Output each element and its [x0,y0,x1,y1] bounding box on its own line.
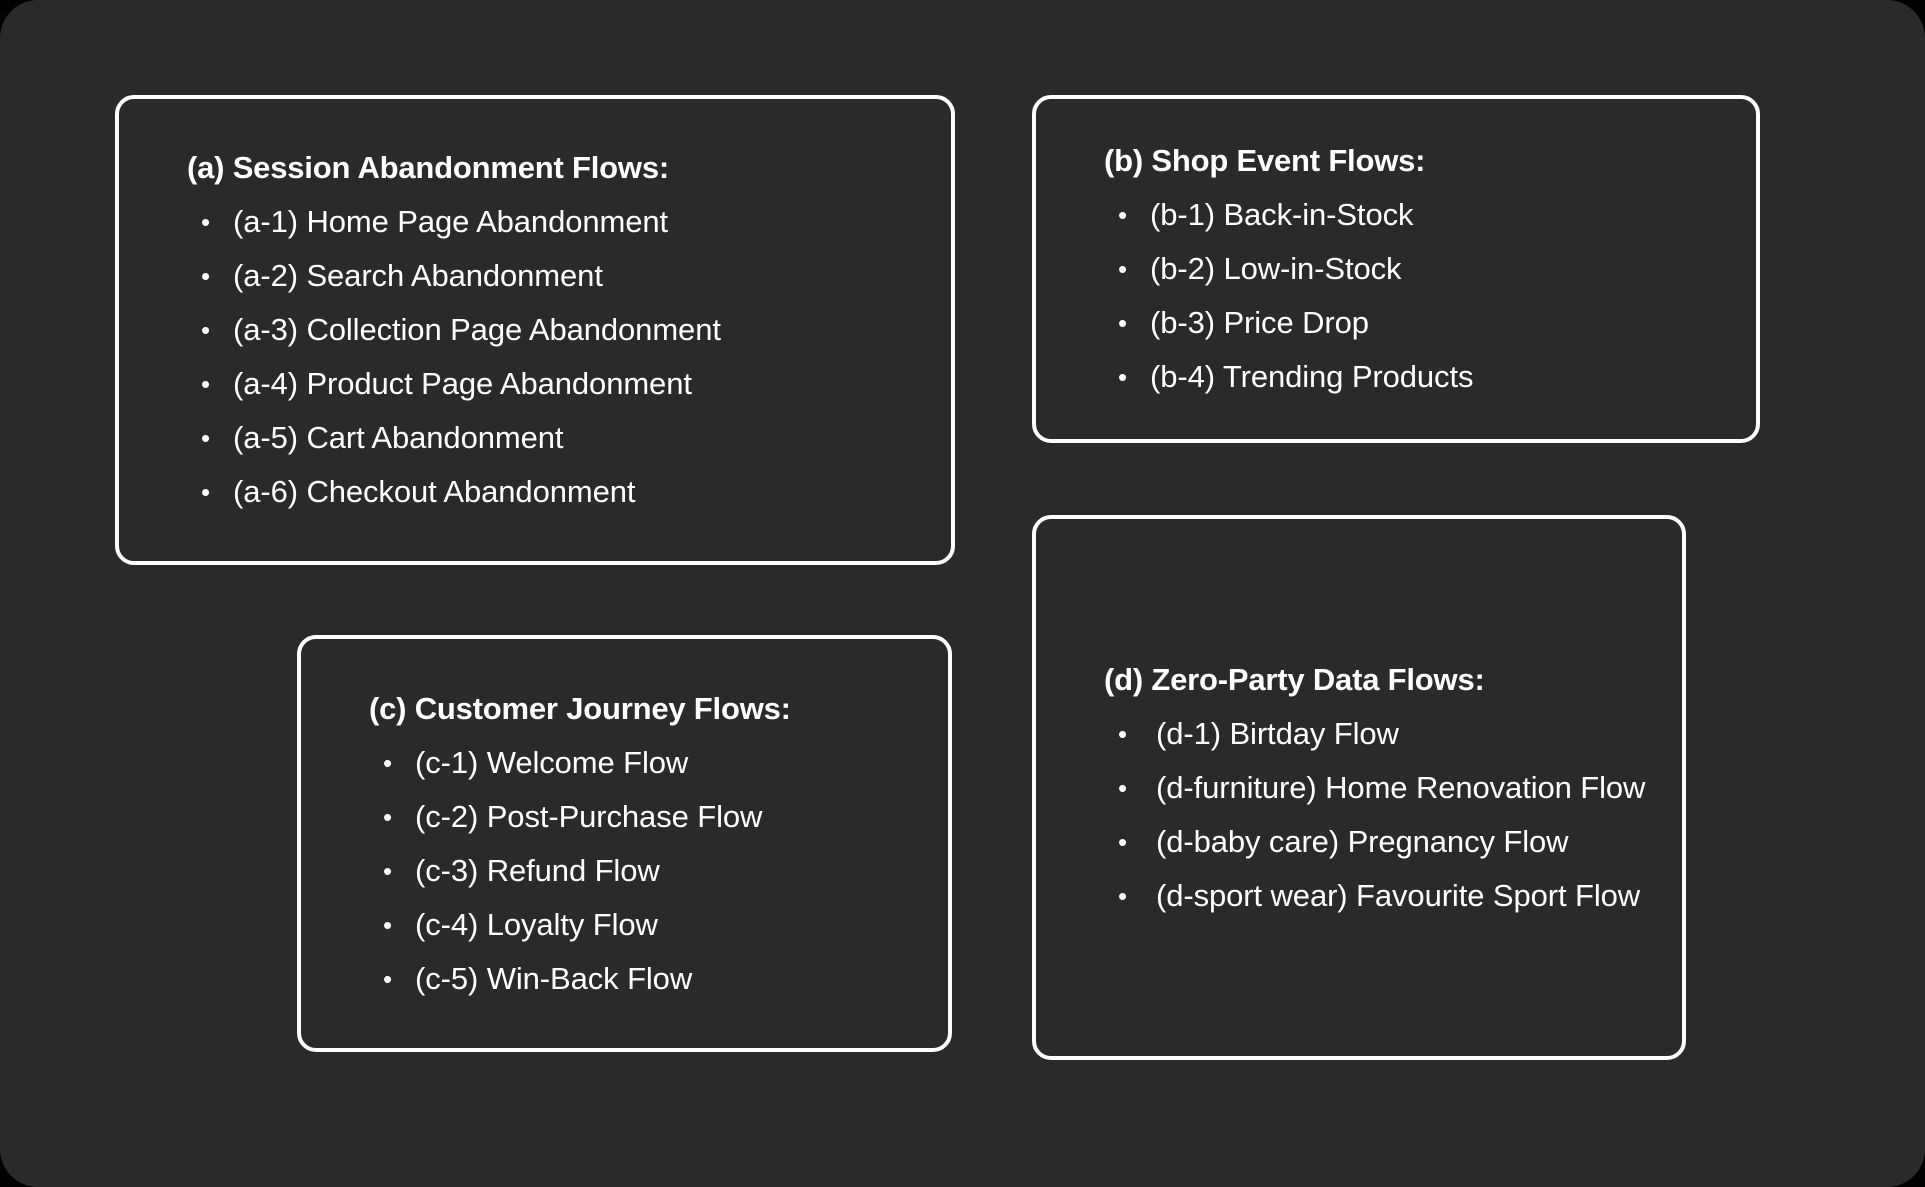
list-item-label: (d-sport wear) Favourite Sport Flow [1156,877,1641,913]
list-item-label: (a-3) Collection Page Abandonment [233,312,721,347]
list-item: • (a-1) Home Page Abandonment [187,195,933,249]
bullet-icon: • [201,477,211,507]
list-item-label: (d-1) Birtday Flow [1156,715,1399,751]
bullet-icon: • [1118,772,1128,803]
bullet-icon: • [383,909,393,940]
list-item: • (c-5) Win-Back Flow [369,952,930,1006]
panel-d-list: • (d-1) Birtday Flow • (d-furniture) Hom… [1104,707,1676,923]
list-item: • (a-6) Checkout Abandonment [187,465,933,519]
panel-a-list: • (a-1) Home Page Abandonment • (a-2) Se… [187,195,933,519]
list-item: • (d-sport wear) Favourite Sport Flow [1104,869,1676,923]
panel-c-list: • (c-1) Welcome Flow • (c-2) Post-Purcha… [369,736,930,1006]
bullet-icon: • [201,315,211,345]
list-item-label: (c-1) Welcome Flow [415,744,689,780]
list-item-label: (d-baby care) Pregnancy Flow [1156,823,1569,859]
bullet-icon: • [201,207,211,237]
panel-zero-party-data-flows: (d) Zero-Party Data Flows: • (d-1) Birtd… [1032,515,1686,1060]
list-item-label: (b-1) Back-in-Stock [1150,197,1414,232]
list-item-label: (c-2) Post-Purchase Flow [415,798,763,834]
panel-customer-journey-flows: (c) Customer Journey Flows: • (c-1) Welc… [297,635,952,1052]
bullet-icon: • [1118,718,1128,749]
list-item: • (d-baby care) Pregnancy Flow [1104,815,1676,869]
list-item-label: (b-3) Price Drop [1150,305,1369,340]
list-item: • (b-1) Back-in-Stock [1104,188,1738,242]
panel-d-content: (d) Zero-Party Data Flows: • (d-1) Birtd… [1036,653,1682,923]
bullet-icon: • [383,801,393,832]
panel-a-content: (a) Session Abandonment Flows: • (a-1) H… [119,141,951,519]
list-item-label: (c-3) Refund Flow [415,852,660,888]
list-item: • (a-4) Product Page Abandonment [187,357,933,411]
panel-a-title: (a) Session Abandonment Flows: [187,150,669,185]
list-item: • (a-2) Search Abandonment [187,249,933,303]
panel-shop-event-flows: (b) Shop Event Flows: • (b-1) Back-in-St… [1032,95,1760,443]
list-item-label: (b-4) Trending Products [1150,359,1474,394]
panel-b-list: • (b-1) Back-in-Stock • (b-2) Low-in-Sto… [1104,188,1738,404]
bullet-icon: • [201,423,211,453]
bullet-icon: • [1118,200,1128,230]
list-item-label: (a-6) Checkout Abandonment [233,474,636,509]
bullet-icon: • [383,747,393,778]
bullet-icon: • [1118,308,1128,338]
bullet-icon: • [1118,362,1128,392]
bullet-icon: • [1118,826,1128,857]
bullet-icon: • [1118,880,1128,911]
panel-b-title: (b) Shop Event Flows: [1104,143,1426,178]
bullet-icon: • [383,963,393,994]
list-item: • (d-furniture) Home Renovation Flow [1104,761,1676,815]
list-item: • (c-4) Loyalty Flow [369,898,930,952]
list-item-label: (b-2) Low-in-Stock [1150,251,1402,286]
list-item-label: (a-4) Product Page Abandonment [233,366,692,401]
list-item-label: (c-5) Win-Back Flow [415,960,693,996]
list-item-label: (c-4) Loyalty Flow [415,906,658,942]
panel-c-content: (c) Customer Journey Flows: • (c-1) Welc… [301,682,948,1006]
list-item-label: (a-1) Home Page Abandonment [233,204,669,239]
panel-session-abandonment-flows: (a) Session Abandonment Flows: • (a-1) H… [115,95,955,565]
panel-d-title: (d) Zero-Party Data Flows: [1104,661,1485,697]
panel-c-title: (c) Customer Journey Flows: [369,690,791,726]
bullet-icon: • [1118,254,1128,284]
bullet-icon: • [383,855,393,886]
list-item: • (c-1) Welcome Flow [369,736,930,790]
list-item: • (c-3) Refund Flow [369,844,930,898]
list-item-label: (a-2) Search Abandonment [233,258,603,293]
bullet-icon: • [201,369,211,399]
list-item: • (b-3) Price Drop [1104,296,1738,350]
list-item-label: (d-furniture) Home Renovation Flow [1156,769,1646,805]
list-item: • (b-4) Trending Products [1104,350,1738,404]
panel-b-content: (b) Shop Event Flows: • (b-1) Back-in-St… [1036,134,1756,404]
list-item-label: (a-5) Cart Abandonment [233,420,564,455]
list-item: • (b-2) Low-in-Stock [1104,242,1738,296]
list-item: • (a-5) Cart Abandonment [187,411,933,465]
bullet-icon: • [201,261,211,291]
list-item: • (c-2) Post-Purchase Flow [369,790,930,844]
list-item: • (a-3) Collection Page Abandonment [187,303,933,357]
list-item: • (d-1) Birtday Flow [1104,707,1676,761]
